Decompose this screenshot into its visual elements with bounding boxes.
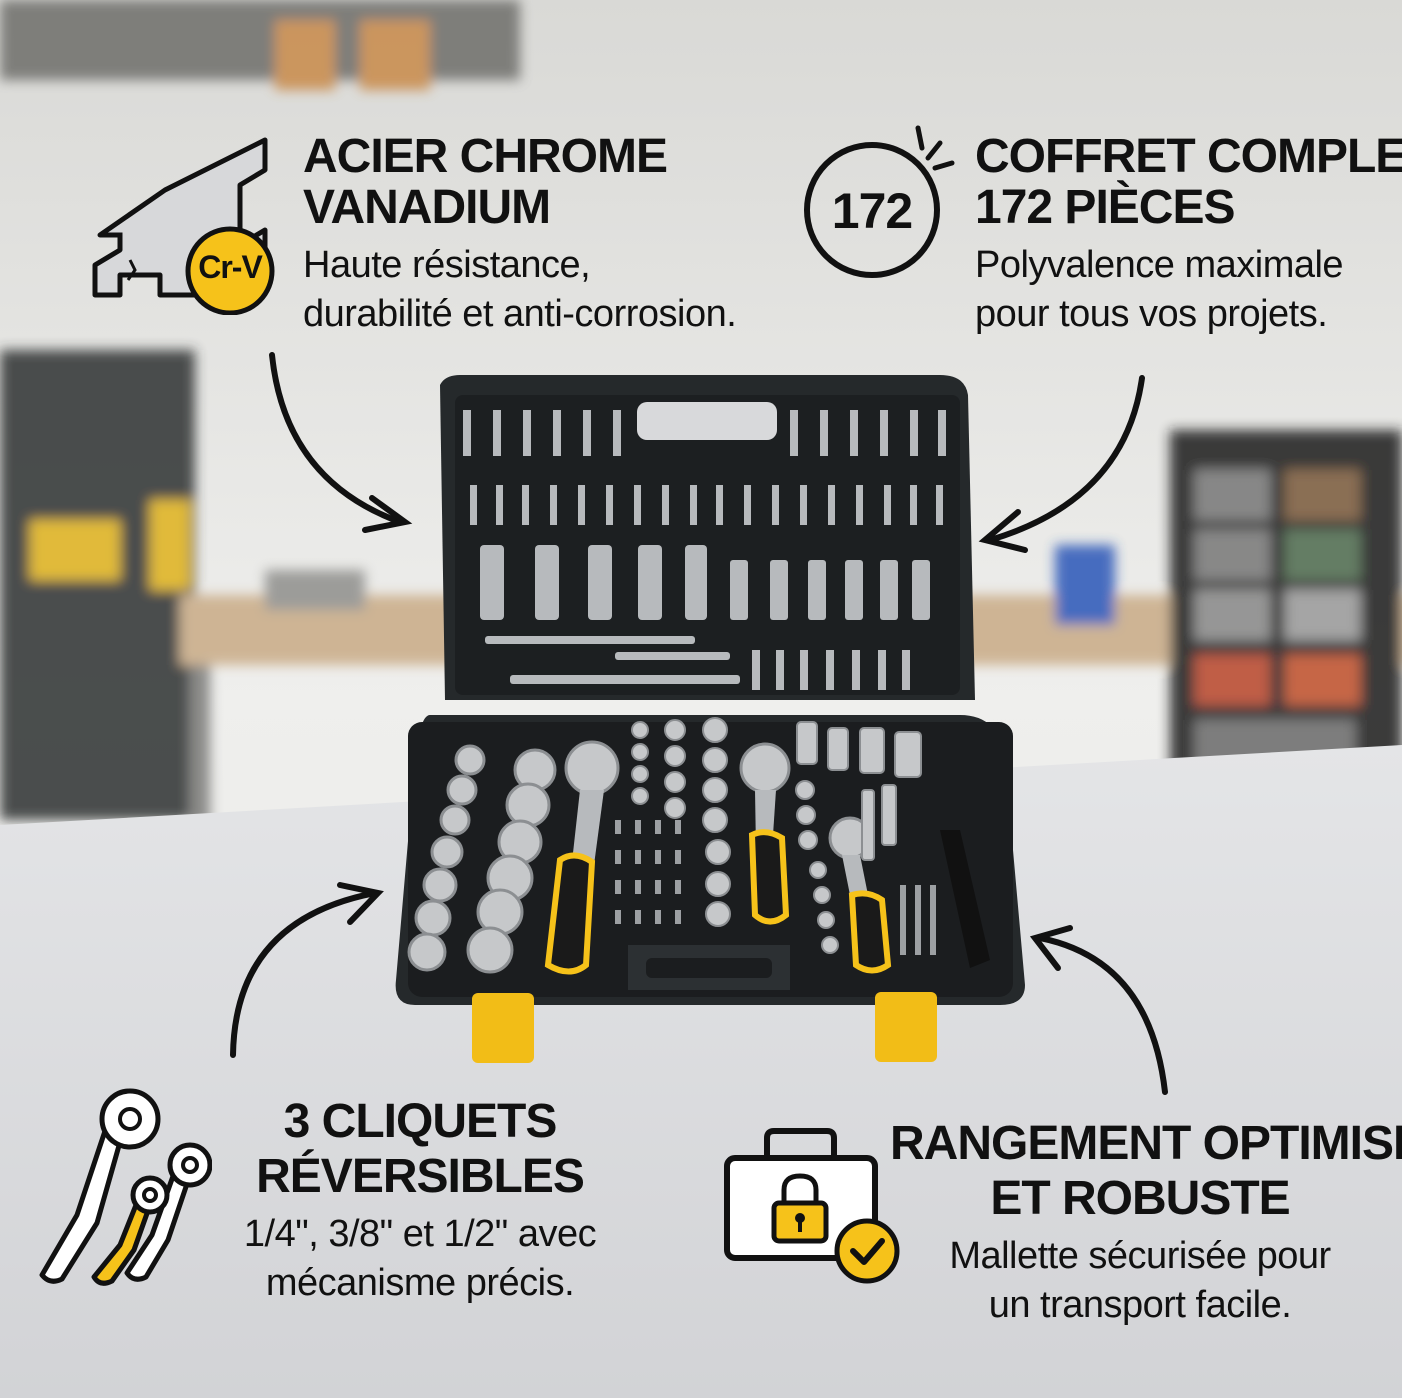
feature-title-line1: RANGEMENT OPTIMISÉ [890, 1117, 1402, 1170]
piece-count-label: 172 [831, 183, 913, 239]
arrow-top-left [269, 352, 403, 525]
feature-title-line1: ACIER CHROME [303, 130, 668, 183]
feature-desc-line2: pour tous vos projets. [975, 293, 1328, 335]
ratchets-icon [39, 1088, 212, 1286]
feature-desc-line1: Mallette sécurisée pour [949, 1235, 1331, 1277]
feature-chrome-vanadium: ACIER CHROME VANADIUM Haute résistance, … [303, 130, 737, 339]
arrow-top-right [987, 375, 1145, 543]
crv-badge-label: Cr-V [198, 249, 263, 285]
feature-complete-set: COFFRET COMPLET 172 PIÈCES Polyvalence m… [975, 131, 1402, 339]
feature-title-line1: COFFRET COMPLET [975, 130, 1402, 183]
arrow-bottom-right [1037, 935, 1168, 1095]
feature-desc-line2: mécanisme précis. [265, 1262, 575, 1304]
feature-robust-storage: RANGEMENT OPTIMISÉ ET ROBUSTE Mallette s… [890, 1117, 1402, 1330]
feature-desc-line1: Polyvalence maximale [975, 244, 1344, 286]
feature-title-line2: RÉVERSIBLES [256, 1150, 585, 1203]
feature-title-line2: VANADIUM [303, 181, 551, 234]
feature-desc-line1: 1/4", 3/8" et 1/2" avec [243, 1213, 597, 1255]
arrow-bottom-left [230, 890, 378, 1058]
feature-title-line2: ET ROBUSTE [990, 1172, 1290, 1225]
steel-beam-icon [92, 137, 275, 315]
feature-desc-line1: Haute résistance, [303, 244, 591, 286]
feature-title-line2: 172 PIÈCES [975, 181, 1235, 234]
feature-desc-line2: durabilité et anti-corrosion. [303, 293, 737, 335]
feature-desc-line2: un transport facile. [988, 1284, 1292, 1326]
count-badge-icon [804, 125, 955, 278]
feature-reversible-ratchets: 3 CLIQUETS RÉVERSIBLES 1/4", 3/8" et 1/2… [210, 1096, 630, 1308]
feature-title-line1: 3 CLIQUETS [283, 1095, 558, 1148]
secure-case-icon [724, 1128, 900, 1284]
